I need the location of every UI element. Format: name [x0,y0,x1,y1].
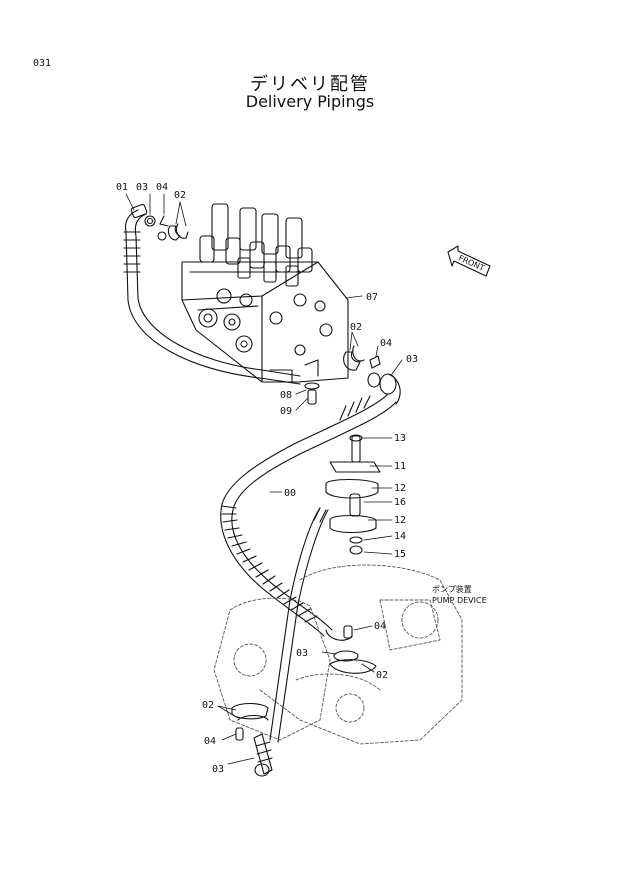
callout-02-upper: 02 [174,190,186,201]
callout-04-upper: 04 [156,182,168,193]
main-delivery-pipe [220,393,397,637]
callout-01: 01 [116,182,128,193]
callout-00: 00 [284,488,296,499]
callout-03-right: 03 [406,354,418,365]
callout-03-lower: 03 [212,764,224,775]
callout-08: 08 [280,390,292,401]
callout-02-lower: 02 [202,700,214,711]
lower-left-flange-parts [231,702,273,777]
callout-04-right: 04 [380,338,392,349]
callout-13: 13 [394,433,406,444]
control-valve-block [181,203,349,383]
front-label: FRONT [457,253,486,272]
callout-11: 11 [394,461,406,472]
page-number: 031 [33,58,52,69]
callout-02-pump: 02 [376,670,388,681]
pump-outlet-flange-parts [325,625,377,674]
right-flange-parts [343,345,401,405]
callout-leader-lines [125,193,403,765]
callout-09: 09 [280,406,292,417]
callout-12-lower: 12 [394,515,406,526]
valve-bottom-bolt [304,382,320,405]
callout-07: 07 [366,292,378,303]
callout-04-pump: 04 [374,621,386,632]
pump-device-outline [213,564,463,745]
lower-return-line [269,507,329,743]
front-direction-arrow [447,245,491,277]
upper-left-hose [123,203,301,385]
callout-numbers: 01 03 04 02 07 02 04 03 08 09 13 11 12 1… [116,182,418,775]
clamp-assembly [325,434,381,555]
callout-03-pump: 03 [296,648,308,659]
callout-16: 16 [394,497,406,508]
title-japanese: デリベリ配管 [250,74,370,95]
callout-02-right: 02 [350,322,362,333]
callout-14: 14 [394,531,406,542]
callout-12-upper: 12 [394,483,406,494]
title-english: Delivery Pipings [245,92,375,111]
pump-label-english: PUMP DEVICE [432,596,487,605]
callout-03-upper: 03 [136,182,148,193]
callout-04-lower: 04 [204,736,216,747]
callout-15: 15 [394,549,406,560]
pump-label-japanese: ポンプ装置 [432,584,472,594]
top-left-flange-parts [144,215,189,241]
